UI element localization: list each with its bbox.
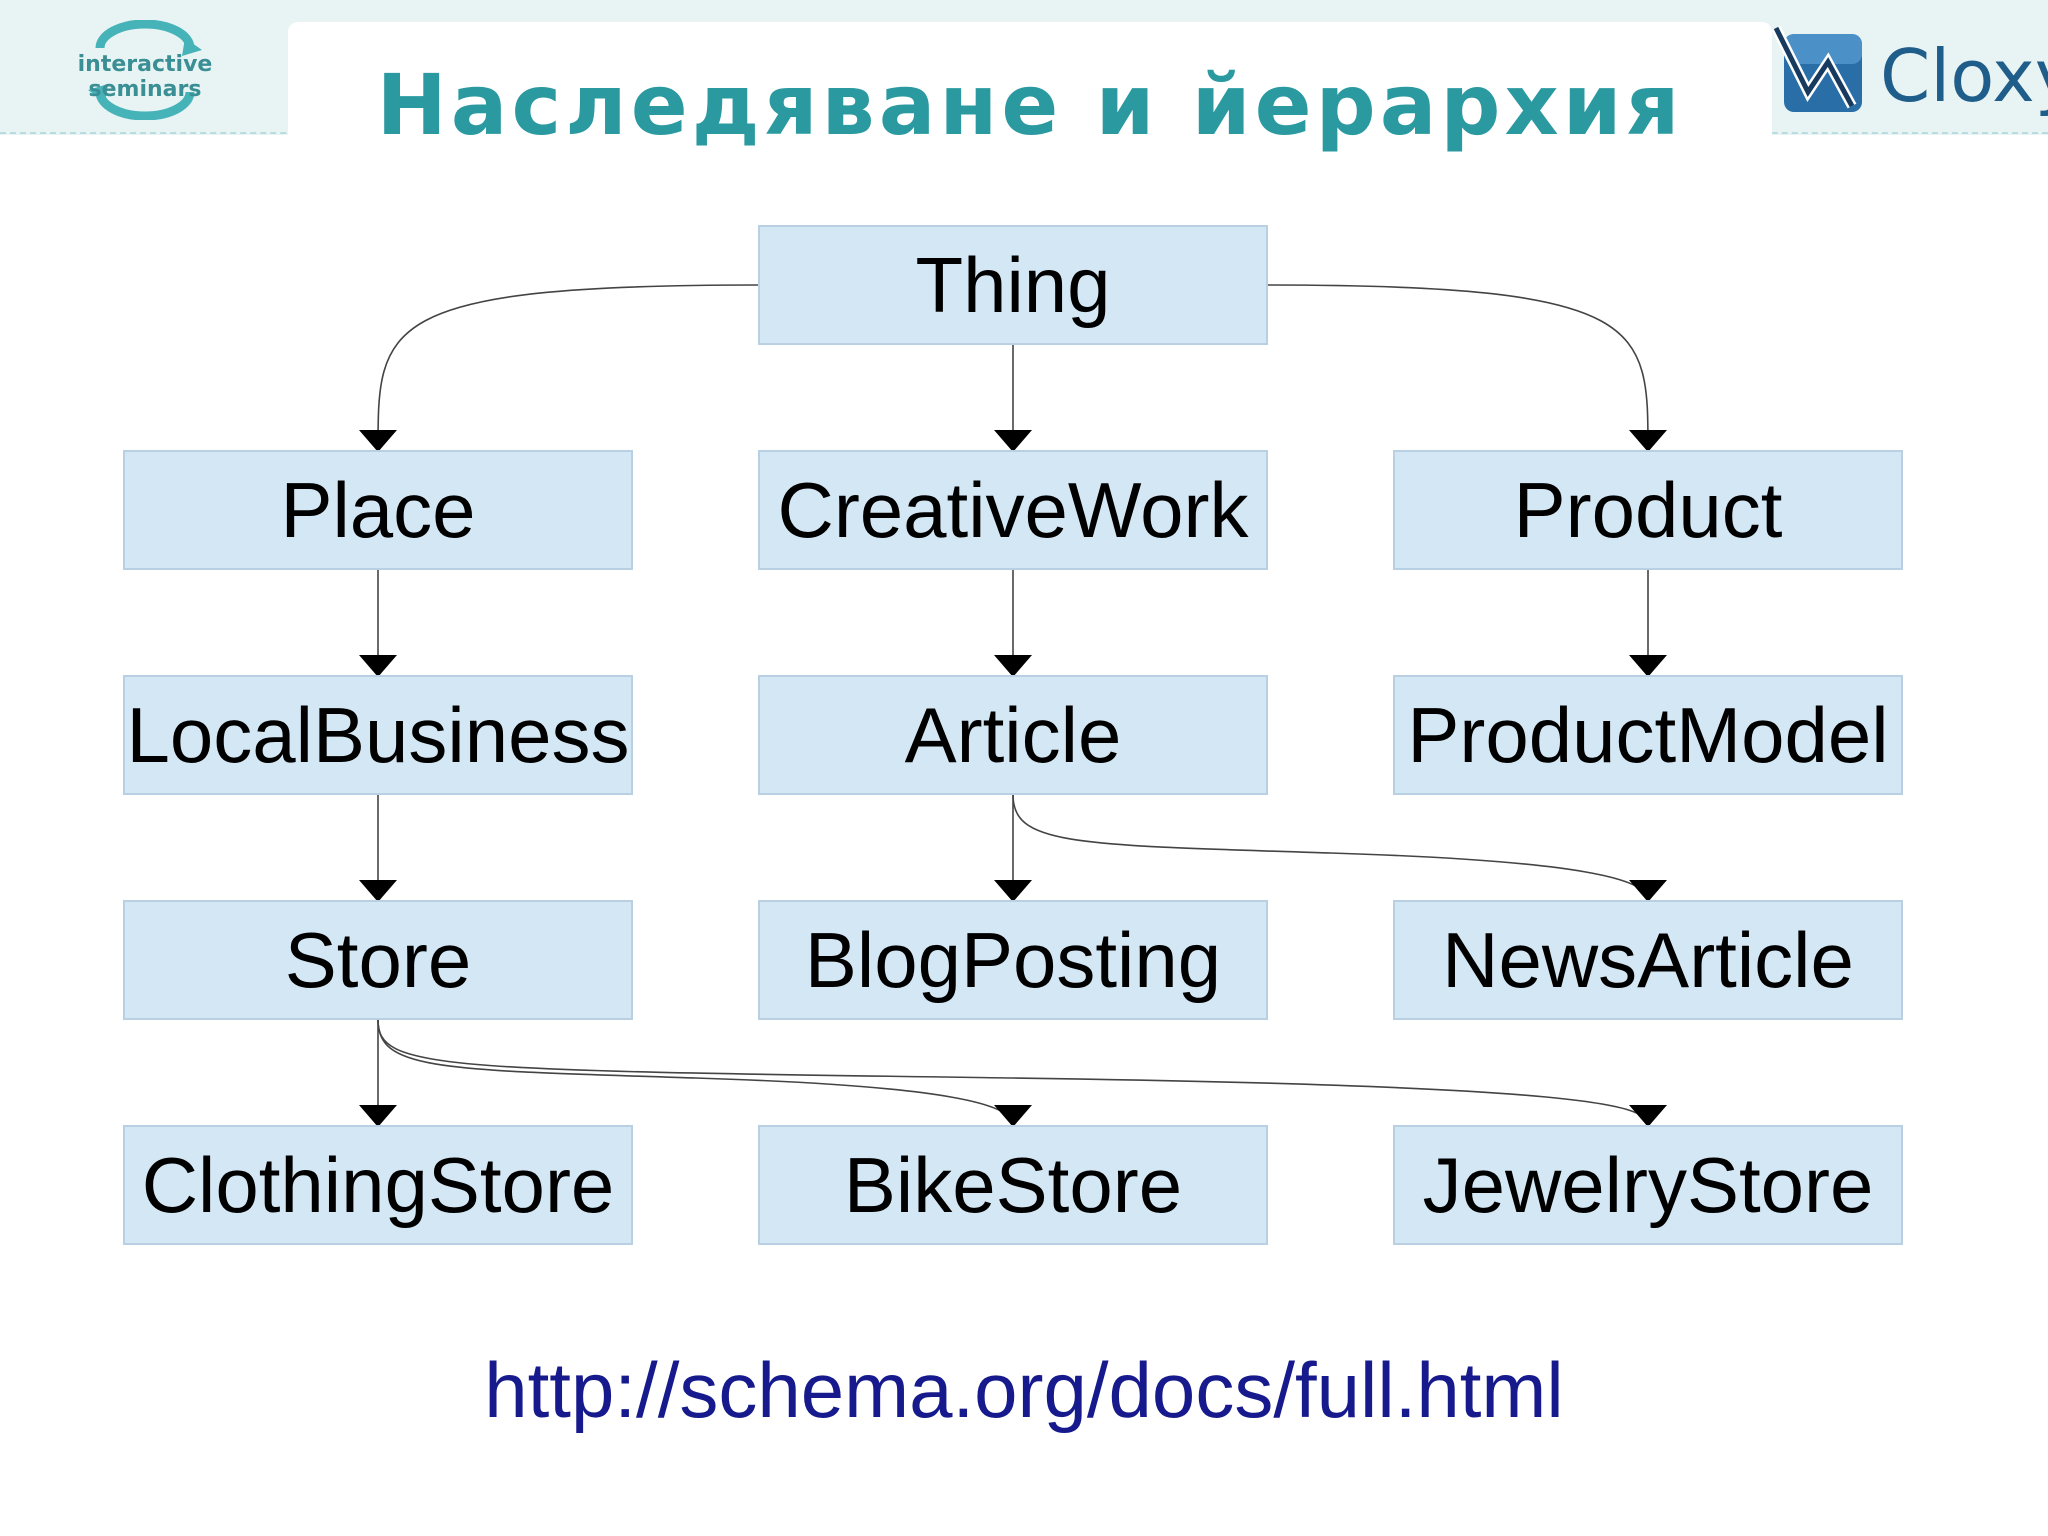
logo-right-text: Cloxy [1880, 34, 2048, 118]
node-creativework: CreativeWork [758, 450, 1268, 570]
node-bikestore: BikeStore [758, 1125, 1268, 1245]
interactive-seminars-logo: interactive seminars [30, 19, 260, 121]
node-localbusiness: LocalBusiness [123, 675, 633, 795]
logo-left-text: interactive seminars [77, 52, 213, 102]
title-panel [288, 22, 1772, 172]
node-productmodel: ProductModel [1393, 675, 1903, 795]
slide-title: Наследяване и йерархия [376, 56, 1684, 154]
schema-docs-link[interactable]: http://schema.org/docs/full.html [484, 1346, 1564, 1434]
node-place: Place [123, 450, 633, 570]
node-clothingstore: ClothingStore [123, 1125, 633, 1245]
edge-article-to-newsarticle [1012, 794, 1667, 902]
node-newsarticle: NewsArticle [1393, 900, 1903, 1020]
edge-store-to-jewelrystore [377, 1019, 1667, 1127]
cloxy-logo: Cloxy [1771, 22, 2048, 122]
cloxy-icon [1771, 25, 1862, 112]
node-thing: Thing [758, 225, 1268, 345]
circular-arrows-icon [88, 19, 202, 121]
node-blogposting: BlogPosting [758, 900, 1268, 1020]
edge-thing-to-place [359, 284, 759, 452]
node-store: Store [123, 900, 633, 1020]
edge-store-to-bikestore [377, 1019, 1032, 1127]
node-product: Product [1393, 450, 1903, 570]
edge-thing-to-product [1267, 284, 1667, 452]
node-article: Article [758, 675, 1268, 795]
node-jewelrystore: JewelryStore [1393, 1125, 1903, 1245]
